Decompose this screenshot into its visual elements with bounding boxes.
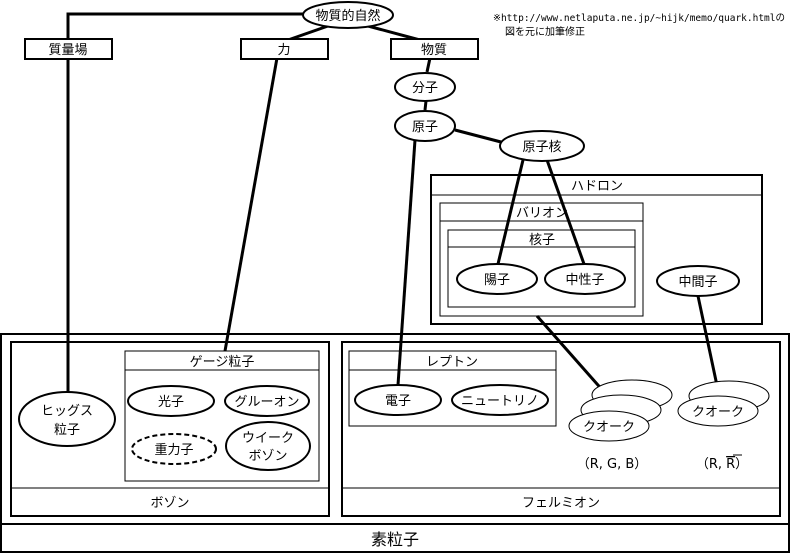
fermion-title: フェルミオン — [522, 496, 600, 511]
connector-atom-electron — [396, 139, 417, 386]
force-node: 力 — [240, 38, 329, 60]
molecule-label: 分子 — [412, 81, 438, 96]
quark-baryon-label: クオーク — [583, 420, 635, 435]
neutron-node: 中性子 — [544, 263, 626, 295]
connector-root-massfield — [66, 12, 305, 40]
higgs-node: ヒッグス 粒子 — [18, 391, 116, 447]
connector-force-gauge — [223, 57, 279, 352]
connector-nucleus-proton — [496, 159, 525, 265]
higgs-label-line2: 粒子 — [54, 423, 80, 438]
source-note-line2: 図を元に加筆修正 — [505, 25, 585, 38]
quark-ellipse-front — [568, 410, 650, 442]
graviton-label: 重力子 — [154, 442, 193, 458]
quark-meson-colors-suffix: ） — [735, 457, 748, 472]
gluon-label: グルーオン — [234, 395, 299, 410]
atom-node: 原子 — [394, 110, 456, 142]
elementary-particles-title: 素粒子 — [371, 530, 419, 549]
neutron-label: 中性子 — [565, 273, 604, 288]
neutrino-label: ニュートリノ — [461, 394, 539, 409]
proton-node: 陽子 — [456, 263, 538, 295]
baryon-title: バリオン — [516, 206, 568, 221]
photon-node: 光子 — [127, 385, 215, 417]
boson-title: ボゾン — [150, 496, 189, 511]
elementary-particles-box: 素粒子 — [0, 333, 790, 553]
weak-boson-label-line2: ボゾン — [248, 449, 287, 464]
nucleus-label: 原子核 — [522, 140, 561, 155]
quark-meson-colors-prefix: （R, — [696, 457, 726, 472]
force-label: 力 — [277, 43, 290, 58]
nucleon-title: 核子 — [529, 233, 555, 248]
connector-molecule-atom — [423, 100, 428, 111]
quark-meson-colors-antired: R — [726, 457, 735, 472]
gauge-particle-box: ゲージ粒子 — [124, 350, 320, 482]
quark-stack-baryon: クオーク （R, G, B） — [568, 379, 673, 472]
matter-node: 物質 — [390, 38, 479, 60]
connector-nucleus-neutron — [545, 159, 586, 265]
molecule-node: 分子 — [394, 72, 456, 102]
lepton-box: レプトン — [348, 350, 557, 427]
matter-label: 物質 — [421, 43, 447, 58]
root-node: 物質的自然 — [302, 1, 394, 29]
quark-stack-meson: クオーク （R, R） — [677, 380, 770, 472]
boson-box: ボゾン — [10, 341, 330, 517]
root-label: 物質的自然 — [315, 8, 380, 24]
connector-root-force — [287, 24, 329, 42]
photon-label: 光子 — [158, 395, 184, 410]
atom-label: 原子 — [412, 120, 438, 135]
neutrino-node: ニュートリノ — [451, 384, 549, 416]
graviton-node: 重力子 — [131, 433, 217, 465]
nucleon-box: 核子 — [447, 229, 636, 308]
hadron-box: ハドロン — [430, 174, 763, 325]
gluon-node: グルーオン — [224, 385, 310, 417]
weak-boson-node: ウイーク ボゾン — [225, 421, 311, 471]
electron-label: 電子 — [385, 394, 411, 409]
gauge-particle-title: ゲージ粒子 — [190, 355, 255, 370]
source-note: ※http://www.netlaputa.ne.jp/~hijk/memo/q… — [493, 13, 785, 38]
weak-boson-label-line1: ウイーク — [242, 431, 294, 446]
lepton-title: レプトン — [426, 355, 478, 370]
proton-label: 陽子 — [484, 273, 510, 288]
higgs-label-line1: ヒッグス — [41, 404, 93, 419]
baryon-box: バリオン — [439, 202, 644, 317]
mass-field-node: 質量場 — [24, 38, 113, 60]
mass-field-label: 質量場 — [48, 43, 87, 58]
meson-node: 中間子 — [656, 265, 740, 297]
quark-baryon-colors: （R, G, B） — [577, 457, 648, 472]
hadron-title: ハドロン — [571, 179, 623, 194]
quark-meson-label: クオーク — [692, 405, 744, 420]
connector-atom-nucleus — [454, 128, 502, 144]
meson-label: 中間子 — [678, 275, 717, 290]
electron-node: 電子 — [354, 384, 442, 416]
quark-meson-colors: （R, R） — [696, 457, 748, 472]
quark-meson-ellipse-front — [677, 395, 759, 427]
nucleus-node: 原子核 — [499, 130, 585, 162]
source-note-line1: ※http://www.netlaputa.ne.jp/~hijk/memo/q… — [493, 13, 785, 24]
connector-meson-quark — [696, 295, 721, 396]
connector-matter-molecule — [425, 57, 432, 73]
connector-root-matter — [367, 24, 421, 42]
